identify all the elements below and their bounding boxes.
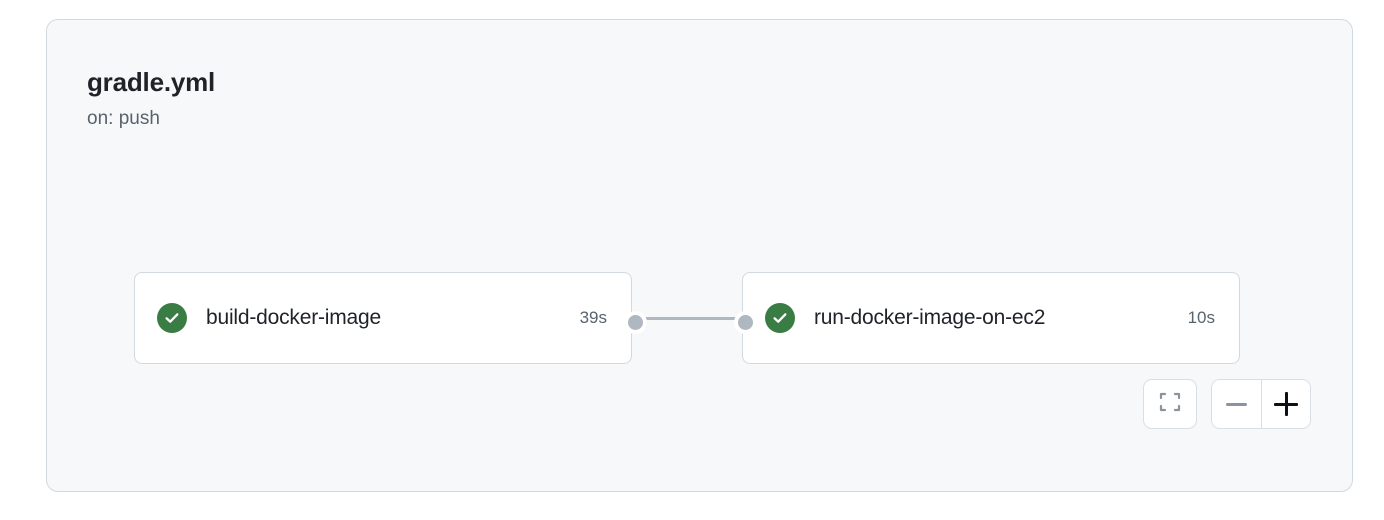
workflow-trigger: on: push (87, 107, 160, 129)
graph-zoom-controls (1143, 379, 1311, 429)
plus-icon (1274, 392, 1298, 416)
zoom-in-button[interactable] (1261, 380, 1310, 428)
job-node-run-docker-image-on-ec2[interactable]: run-docker-image-on-ec2 10s (742, 272, 1240, 364)
workflow-graph-canvas[interactable]: build-docker-image 39s run-docker-image-… (47, 20, 1352, 491)
check-circle-icon (765, 303, 795, 333)
workflow-header: gradle.yml on: push (87, 67, 216, 131)
job-name: build-docker-image (206, 306, 381, 329)
job-name: run-docker-image-on-ec2 (814, 306, 1046, 329)
fit-to-screen-icon (1158, 390, 1182, 419)
node-output-handle[interactable] (624, 311, 647, 334)
check-circle-icon (157, 303, 187, 333)
graph-edge (635, 317, 743, 320)
job-duration: 39s (579, 308, 607, 327)
node-input-handle[interactable] (734, 311, 757, 334)
workflow-graph-card: gradle.yml on: push build-docker-image 3… (46, 19, 1353, 492)
job-node-build-docker-image[interactable]: build-docker-image 39s (134, 272, 632, 364)
zoom-out-button[interactable] (1212, 380, 1261, 428)
job-duration: 10s (1187, 308, 1215, 327)
fit-to-screen-button[interactable] (1143, 379, 1197, 429)
minus-icon (1226, 402, 1247, 406)
zoom-button-group (1211, 379, 1311, 429)
page-title: gradle.yml (87, 67, 216, 97)
